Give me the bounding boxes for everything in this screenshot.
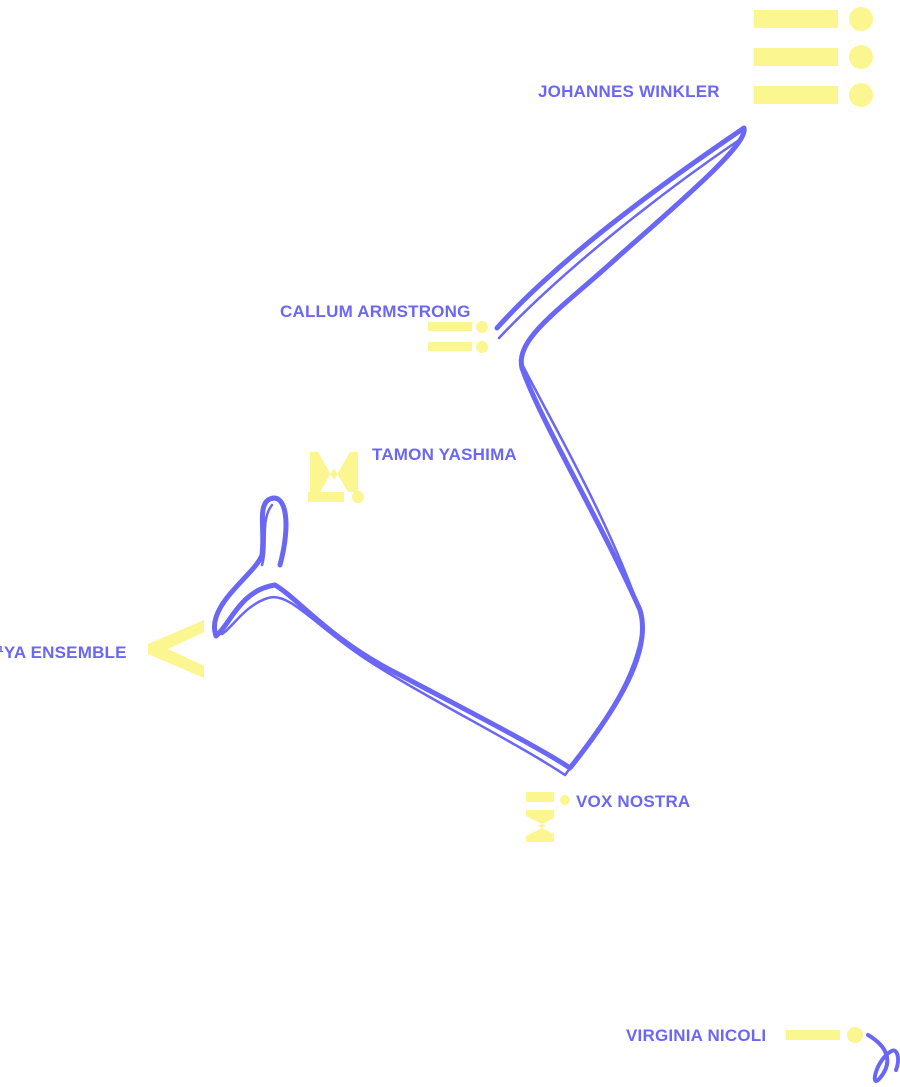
artist-link-callum-armstrong[interactable]: CALLUM ARMSTRONG [280, 302, 471, 321]
ribbon-curl [866, 1033, 900, 1083]
numeral-v-marker [148, 620, 204, 678]
artist-link-ya-ensemble[interactable]: ¹YA ENSEMBLE [0, 643, 127, 662]
ribbon-back [220, 136, 744, 777]
numeral-vi-marker [308, 452, 364, 503]
numeral-i-marker [786, 1027, 863, 1043]
artist-link-tamon-yashima[interactable]: TAMON YASHIMA [372, 445, 517, 464]
numeral-ii-marker [428, 321, 488, 353]
artist-link-vox-nostra[interactable]: VOX NOSTRA [576, 792, 691, 811]
artist-link-virginia-nicoli[interactable]: VIRGINIA NICOLI [626, 1026, 767, 1045]
numeral-iv-marker [526, 792, 570, 842]
numeral-iii-marker [754, 7, 873, 107]
artist-link-johannes-winkler[interactable]: JOHANNES WINKLER [538, 82, 720, 101]
